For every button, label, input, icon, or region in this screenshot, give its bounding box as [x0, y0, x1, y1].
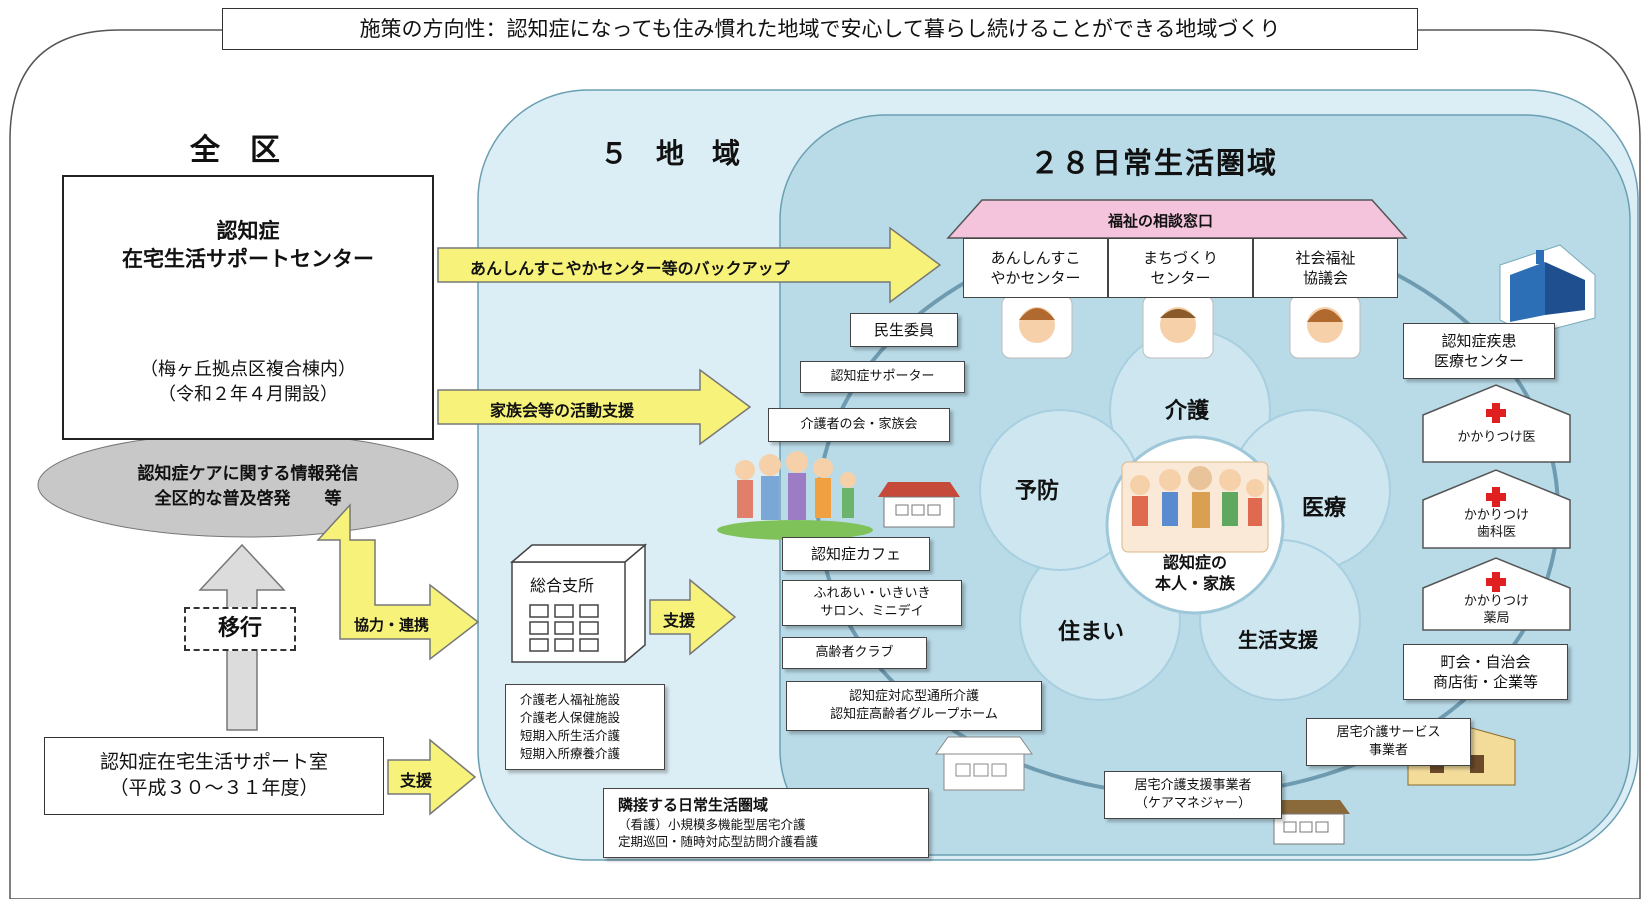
- ring-item-label: 居宅介護サービス 事業者: [1336, 725, 1441, 758]
- family-photo-icon: [1121, 461, 1269, 553]
- red-cross-icon: [1486, 572, 1506, 592]
- family-arrow-label: 家族会等の活動支援: [490, 401, 635, 420]
- ring-item-label: 認知症サポーター: [830, 369, 935, 385]
- adjacent-area-title: 隣接する日常生活圏域: [618, 796, 769, 815]
- family-group-illustration: [717, 451, 873, 540]
- facilities-box: 介護老人福祉施設 介護老人保健施設 短期入所生活介護 短期入所療養介護: [505, 684, 665, 770]
- branch-office-building-icon: [509, 543, 648, 663]
- transition-label-text: 移行: [217, 616, 262, 642]
- ring-item-label: 認知症対応型通所介護 認知症高齢者グループホーム: [830, 689, 998, 722]
- support-branch-arrow: [649, 578, 737, 656]
- support-room-arrow-label: 支援: [400, 771, 433, 790]
- ring-item-dementia-cafe: 認知症カフェ: [782, 537, 930, 571]
- clinic-house-2: [1422, 469, 1571, 549]
- red-cross-icon: [1486, 403, 1506, 423]
- ring-item-welfare-commissioner: 民生委員: [850, 313, 958, 347]
- cooperation-arrow-label: 協力・連携: [354, 616, 430, 634]
- ring-item-label: 認知症カフェ: [810, 544, 901, 563]
- support-room-box: 認知症在宅生活サポート室 （平成３０～３１年度）: [44, 737, 384, 815]
- ring-item-label: 認知症疾患 医療センター: [1433, 331, 1524, 370]
- ring-item-label: 高齢者クラブ: [815, 645, 894, 661]
- ring-item-dementia-supporter: 認知症サポーター: [800, 361, 965, 393]
- zone-heading-five-regions: ５ 地 域: [600, 137, 741, 170]
- support-branch-arrow-label: 支援: [663, 611, 696, 630]
- center-label: 認知症の 本人・家族: [1154, 553, 1235, 593]
- house-icon: [935, 736, 1033, 791]
- petal-care-label: 介護: [1165, 399, 1210, 424]
- staff-face-icon: [1142, 295, 1214, 359]
- ring-item-label: 居宅介護支援事業者 （ケアマネジャー）: [1134, 778, 1252, 811]
- transition-label: 移行: [184, 607, 296, 651]
- support-room-arrow: [387, 738, 477, 816]
- info-ellipse-text: 認知症ケアに関する情報発信 全区的な普及啓発 等: [137, 464, 359, 509]
- clinic-dentist-label: かかりつけ 歯科医: [1463, 508, 1530, 540]
- ring-item-caregiver-family-group: 介護者の会・家族会: [768, 408, 950, 442]
- facilities-text: 介護老人福祉施設 介護老人保健施設 短期入所生活介護 短期入所療養介護: [520, 691, 621, 762]
- support-center-name: 認知症 在宅生活サポートセンター: [122, 219, 374, 272]
- cooperation-arrow: [316, 503, 480, 661]
- consultation-office-3-label: 社会福祉 協議会: [1295, 248, 1356, 287]
- petal-prevention-label: 予防: [1015, 479, 1060, 504]
- staff-face-icon: [1289, 295, 1361, 359]
- support-center-box: 認知症 在宅生活サポートセンター （梅ヶ丘拠点区複合棟内） （令和２年４月開設）: [62, 175, 434, 440]
- ring-item-label: 介護者の会・家族会: [800, 417, 918, 433]
- adjacent-area-box: 隣接する日常生活圏域 （看護）小規模多機能型居宅介護 定期巡回・随時対応型訪問介…: [603, 788, 929, 858]
- support-center-location: （梅ヶ丘拠点区複合棟内） （令和２年４月開設）: [140, 359, 356, 406]
- house-icon: [878, 482, 960, 528]
- ring-item-community-associations: 町会・自治会 商店街・企業等: [1403, 644, 1568, 700]
- policy-title-text: 施策の方向性：認知症になっても住み慣れた地域で安心して暮らし続けることができる地…: [359, 16, 1281, 41]
- petal-life-support-label: 生活支援: [1238, 628, 1318, 652]
- clinic-doctor-label: かかりつけ医: [1457, 430, 1536, 445]
- consultation-office-1-label: あんしんすこ やかセンター: [990, 248, 1081, 287]
- ring-item-day-service-group-home: 認知症対応型通所介護 認知症高齢者グループホーム: [786, 681, 1042, 731]
- ring-item-senior-club: 高齢者クラブ: [782, 637, 927, 669]
- ring-item-dementia-medical-center: 認知症疾患 医療センター: [1403, 323, 1555, 379]
- ring-item-label: 町会・自治会 商店街・企業等: [1432, 652, 1538, 691]
- consultation-office-3: 社会福祉 協議会: [1253, 238, 1398, 298]
- staff-face-icon: [1001, 295, 1073, 359]
- clinic-house-1: [1422, 384, 1571, 463]
- petal-housing-label: 住まい: [1058, 620, 1125, 645]
- ring-item-label: ふれあい・いきいき サロン、ミニデイ: [813, 586, 931, 619]
- clinic-house-3: [1422, 557, 1571, 631]
- ring-item-label: 民生委員: [873, 320, 934, 339]
- petal-medical-label: 医療: [1302, 496, 1347, 521]
- consultation-office-2: まちづくり センター: [1108, 238, 1253, 298]
- family-arrow: [437, 368, 752, 446]
- ring-item-home-care-service: 居宅介護サービス 事業者: [1306, 718, 1471, 766]
- house-icon: [1268, 800, 1350, 845]
- consultation-office-1: あんしんすこ やかセンター: [963, 238, 1108, 298]
- branch-office-label: 総合支所: [530, 576, 595, 595]
- clinic-pharmacy-label: かかりつけ 薬局: [1463, 594, 1530, 626]
- policy-title: 施策の方向性：認知症になっても住み慣れた地域で安心して暮らし続けることができる地…: [222, 8, 1418, 50]
- adjacent-area-body: （看護）小規模多機能型居宅介護 定期巡回・随時対応型訪問介護看護: [618, 816, 819, 850]
- ring-item-salon-miniday: ふれあい・いきいき サロン、ミニデイ: [782, 580, 962, 626]
- ring-item-care-manager: 居宅介護支援事業者 （ケアマネジャー）: [1104, 771, 1282, 819]
- zone-heading-daily-life-areas: ２８日常生活圏域: [1030, 146, 1279, 180]
- red-cross-icon: [1486, 487, 1506, 507]
- backup-arrow-label: あんしんすこやかセンター等のバックアップ: [470, 259, 790, 278]
- consultation-roof-label: 福祉の相談窓口: [1108, 212, 1214, 230]
- hospital-building-icon: [1499, 244, 1596, 336]
- support-room-text: 認知症在宅生活サポート室 （平成３０～３１年度）: [99, 751, 328, 799]
- backup-arrow: [437, 226, 942, 304]
- consultation-office-2-label: まちづくり センター: [1142, 248, 1218, 287]
- zone-heading-whole-ward: 全 区: [190, 133, 280, 168]
